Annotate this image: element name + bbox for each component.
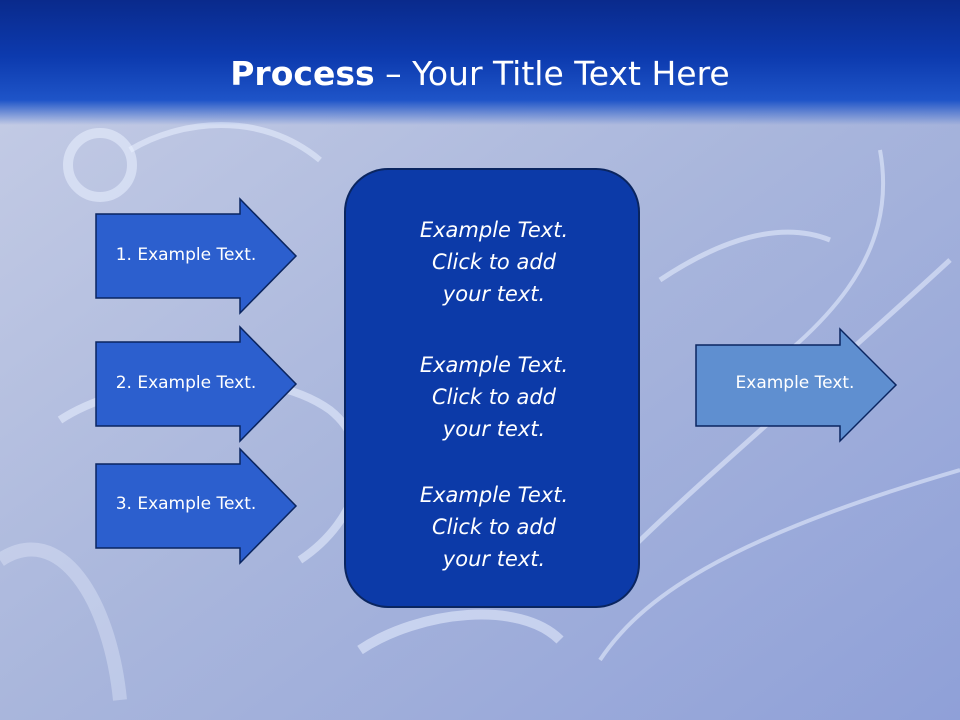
input-arrow-1[interactable] <box>95 197 298 315</box>
text-line: Click to add <box>431 385 556 409</box>
text-line: your text. <box>442 417 546 441</box>
output-arrow[interactable] <box>695 327 898 443</box>
center-process-box[interactable]: Example Text. Click to add your text. Ex… <box>344 168 640 608</box>
title-banner <box>0 0 960 125</box>
title-bold-part: Process <box>230 54 375 93</box>
text-block-3[interactable]: Example Text. Click to add your text. <box>346 479 642 575</box>
input-arrow-1-label: 1. Example Text. <box>115 245 257 265</box>
input-arrow-3[interactable] <box>95 447 298 565</box>
text-line: Click to add <box>431 250 556 274</box>
text-line: your text. <box>442 547 546 571</box>
text-line: Click to add <box>431 515 556 539</box>
text-block-2[interactable]: Example Text. Click to add your text. <box>346 349 642 445</box>
input-arrow-2-label: 2. Example Text. <box>115 373 257 393</box>
text-line: Example Text. <box>419 353 569 377</box>
title-rest-part: – Your Title Text Here <box>374 54 730 93</box>
text-line: Example Text. <box>419 218 569 242</box>
text-line: Example Text. <box>419 483 569 507</box>
input-arrow-2[interactable] <box>95 325 298 443</box>
output-arrow-label: Example Text. <box>735 373 855 393</box>
input-arrow-3-label: 3. Example Text. <box>115 494 257 514</box>
slide-title: Process – Your Title Text Here <box>0 52 960 96</box>
text-block-1[interactable]: Example Text. Click to add your text. <box>346 214 642 310</box>
text-line: your text. <box>442 282 546 306</box>
